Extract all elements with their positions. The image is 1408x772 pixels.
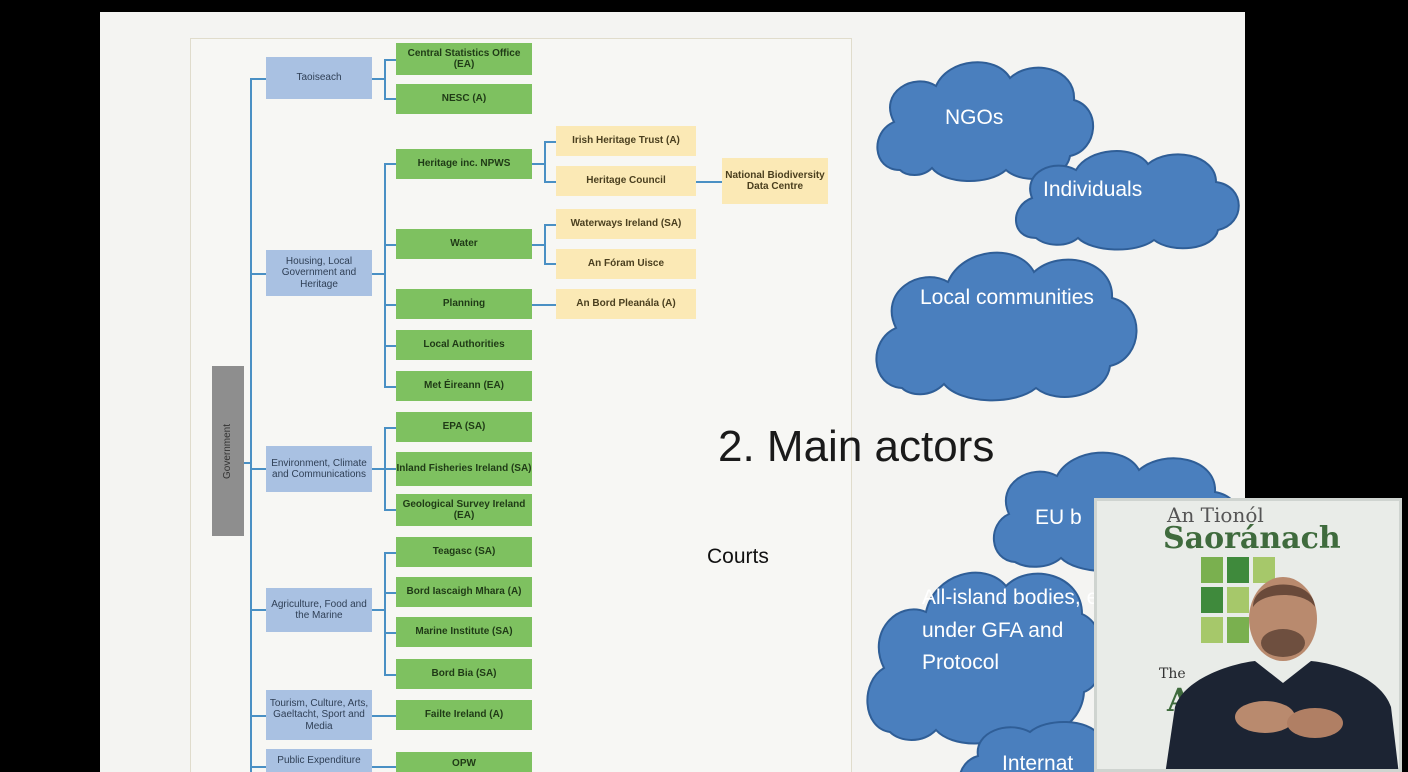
cloud-local-communities-shape (875, 251, 1138, 402)
body-an-foram-uisce: An Fóram Uisce (556, 249, 696, 279)
body-an-bord-pleanala: An Bord Pleanála (A) (556, 289, 696, 319)
cloud-international: Internat (1002, 752, 1074, 772)
body-nesc: NESC (A) (396, 84, 532, 114)
body-opw: OPW (396, 752, 532, 772)
body-water: Water (396, 229, 532, 259)
cloud-all-island: All-island bodies, e.g. under GFA and Pr… (922, 586, 1122, 675)
body-cso: Central Statistics Office (EA) (396, 43, 532, 75)
logo-grid-icon (1201, 557, 1275, 643)
body-bord-bia: Bord Bia (SA) (396, 659, 532, 689)
dept-environment: Environment, Climate and Communications (266, 446, 372, 492)
logo-top-text: An Tionól (1167, 503, 1264, 527)
dept-housing: Housing, Local Government and Heritage (266, 250, 372, 296)
cloud-ngos-shape (876, 61, 1094, 182)
logo-main-text: Saoránach (1163, 521, 1341, 556)
body-epa: EPA (SA) (396, 412, 532, 442)
body-met-eireann: Met Éireann (EA) (396, 371, 532, 401)
body-waterways-ireland: Waterways Ireland (SA) (556, 209, 696, 239)
interpreter-video: An Tionól Saoránach The A (1094, 498, 1402, 772)
cloud-local-communities: Local communities (920, 286, 1094, 309)
cloud-ngos: NGOs (945, 106, 1004, 129)
presentation-slide: Government Taoiseach Housing, Local Gove… (100, 12, 1245, 772)
dept-taoiseach: Taoiseach (266, 57, 372, 99)
body-heritage-npws: Heritage inc. NPWS (396, 149, 532, 179)
body-marine-institute: Marine Institute (SA) (396, 617, 532, 647)
body-inland-fisheries: Inland Fisheries Ireland (SA) (396, 452, 532, 486)
body-bim: Bord Iascaigh Mhara (A) (396, 577, 532, 607)
body-local-authorities: Local Authorities (396, 330, 532, 360)
org-node-government: Government (212, 366, 244, 536)
body-teagasc: Teagasc (SA) (396, 537, 532, 567)
slide-title: 2. Main actors (718, 422, 995, 471)
cloud-individuals: Individuals (1043, 178, 1143, 201)
logo-the-text: The (1159, 666, 1186, 682)
cloud-individuals-shape (1015, 150, 1240, 251)
body-irish-heritage-trust: Irish Heritage Trust (A) (556, 126, 696, 156)
body-planning: Planning (396, 289, 532, 319)
interpreter-person-icon (1165, 577, 1399, 769)
dept-agriculture: Agriculture, Food and the Marine (266, 588, 372, 632)
cloud-eu-bodies: EU b (1035, 506, 1082, 529)
dept-tourism: Tourism, Culture, Arts, Gaeltacht, Sport… (266, 690, 372, 740)
body-nbdc: National Biodiversity Data Centre (722, 158, 828, 204)
courts-label: Courts (707, 545, 769, 568)
body-geological-survey: Geological Survey Ireland (EA) (396, 494, 532, 526)
body-heritage-council: Heritage Council (556, 166, 696, 196)
dept-public-expenditure: Public Expenditure (266, 749, 372, 772)
body-failte-ireland: Failte Ireland (A) (396, 700, 532, 730)
